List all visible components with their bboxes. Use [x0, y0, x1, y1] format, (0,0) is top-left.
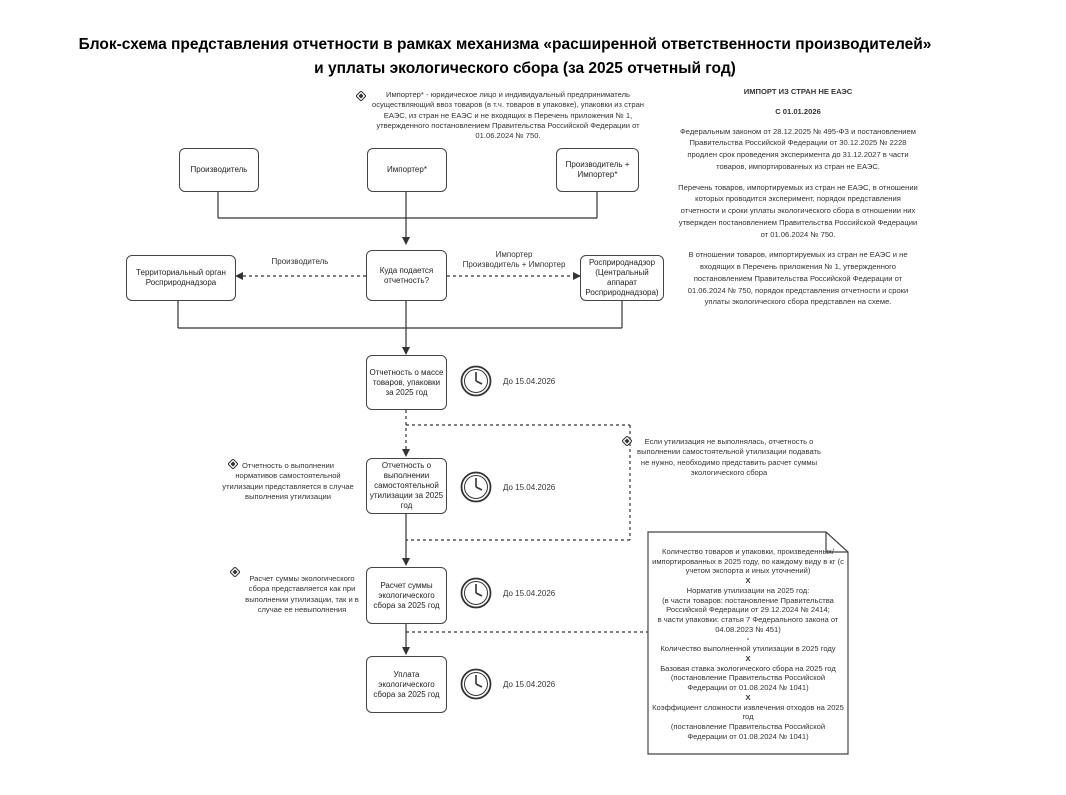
- formula-operator: X: [745, 653, 751, 663]
- panel-paragraph-1: Федеральным законом от 28.12.2025 № 495-…: [680, 126, 916, 171]
- formula-term-1: Количество товаров и упаковки, произведе…: [652, 547, 844, 576]
- deadline-1: До 15.04.2026: [503, 377, 556, 386]
- formula-term-4a: (постановление Правительства Российской …: [670, 673, 826, 693]
- clock-icon: [460, 365, 492, 397]
- title-line-1: Блок-схема представления отчетности в ра…: [78, 36, 932, 53]
- report-mass-box: Отчетность о массе товаров, упаковки за …: [366, 355, 447, 410]
- formula-operator: X: [745, 576, 751, 586]
- deadline-3: До 15.04.2026: [503, 589, 556, 598]
- title-line-2: и уплаты экологического сбора (за 2025 о…: [314, 60, 736, 77]
- report-utilization-box: Отчетность о выполнении самостоятельной …: [366, 458, 447, 514]
- diamond-bullet-icon: [230, 567, 240, 577]
- formula-term-2b: в части упаковки: статья 7 Федерального …: [657, 615, 839, 634]
- edge-label-producer-importer: Производитель + Импортер: [462, 260, 566, 269]
- formula-term-2: Норматив утилизации на 2025 год:: [686, 585, 810, 595]
- formula-term-5a: (постановление Правительства Российской …: [670, 721, 826, 741]
- deadline-2: До 15.04.2026: [503, 483, 556, 492]
- formula-operator: -: [746, 634, 750, 644]
- producer-box: Производитель: [179, 148, 259, 192]
- diamond-bullet-icon: [622, 436, 632, 446]
- non-eaeu-import-panel: ИМПОРТ ИЗ СТРАН НЕ ЕАЭС С 01.01.2026 Фед…: [678, 86, 918, 308]
- fee-calculation-box: Расчет суммы экологического сбора за 202…: [366, 567, 447, 624]
- fee-payment-box: Уплата экологического сбора за 2025 год: [366, 656, 447, 713]
- panel-paragraph-3: В отношении товаров, импортируемых из ст…: [687, 250, 909, 307]
- importer-box: Импортер*: [367, 148, 447, 192]
- importer-definition-note: Импортер* - юридическое лицо и индивидуа…: [371, 90, 645, 140]
- formula-term-2a: (в части товаров: постановление Правител…: [662, 595, 834, 615]
- deadline-4: До 15.04.2026: [503, 680, 556, 689]
- edge-label-importer: Импортер: [495, 250, 533, 259]
- diamond-bullet-icon: [228, 459, 238, 469]
- clock-icon: [460, 577, 492, 609]
- clock-icon: [460, 668, 492, 700]
- clock-icon: [460, 471, 492, 503]
- fee-formula: Количество товаров и упаковки, произведе…: [651, 547, 845, 741]
- where-report-box: Куда подается отчетность?: [366, 250, 447, 301]
- utilization-right-note: Если утилизация не выполнялась, отчетнос…: [637, 437, 821, 477]
- central-body-box: Росприроднадзор (Центральный аппарат Рос…: [580, 255, 664, 301]
- producer-importer-box: Производитель + Импортер*: [556, 148, 639, 192]
- formula-operator: X: [745, 692, 751, 702]
- territorial-body-box: Территориальный орган Росприроднадзора: [126, 255, 236, 301]
- panel-heading: ИМПОРТ ИЗ СТРАН НЕ ЕАЭС: [743, 87, 853, 96]
- formula-term-3: Количество выполненной утилизации в 2025…: [660, 644, 836, 654]
- formula-term-5: Коэффициент сложности извлечения отходов…: [652, 702, 844, 722]
- calculation-left-note: Расчет суммы экологического сбора предст…: [245, 574, 359, 614]
- formula-term-4: Базовая ставка экологического сбора на 2…: [660, 663, 836, 673]
- diamond-bullet-icon: [356, 91, 366, 101]
- panel-paragraph-2: Перечень товаров, импортируемых из стран…: [678, 182, 918, 239]
- edge-label-producer: Производитель: [271, 257, 329, 266]
- panel-date: С 01.01.2026: [775, 106, 821, 116]
- utilization-left-note: Отчетность о выполнении нормативов самос…: [222, 461, 354, 501]
